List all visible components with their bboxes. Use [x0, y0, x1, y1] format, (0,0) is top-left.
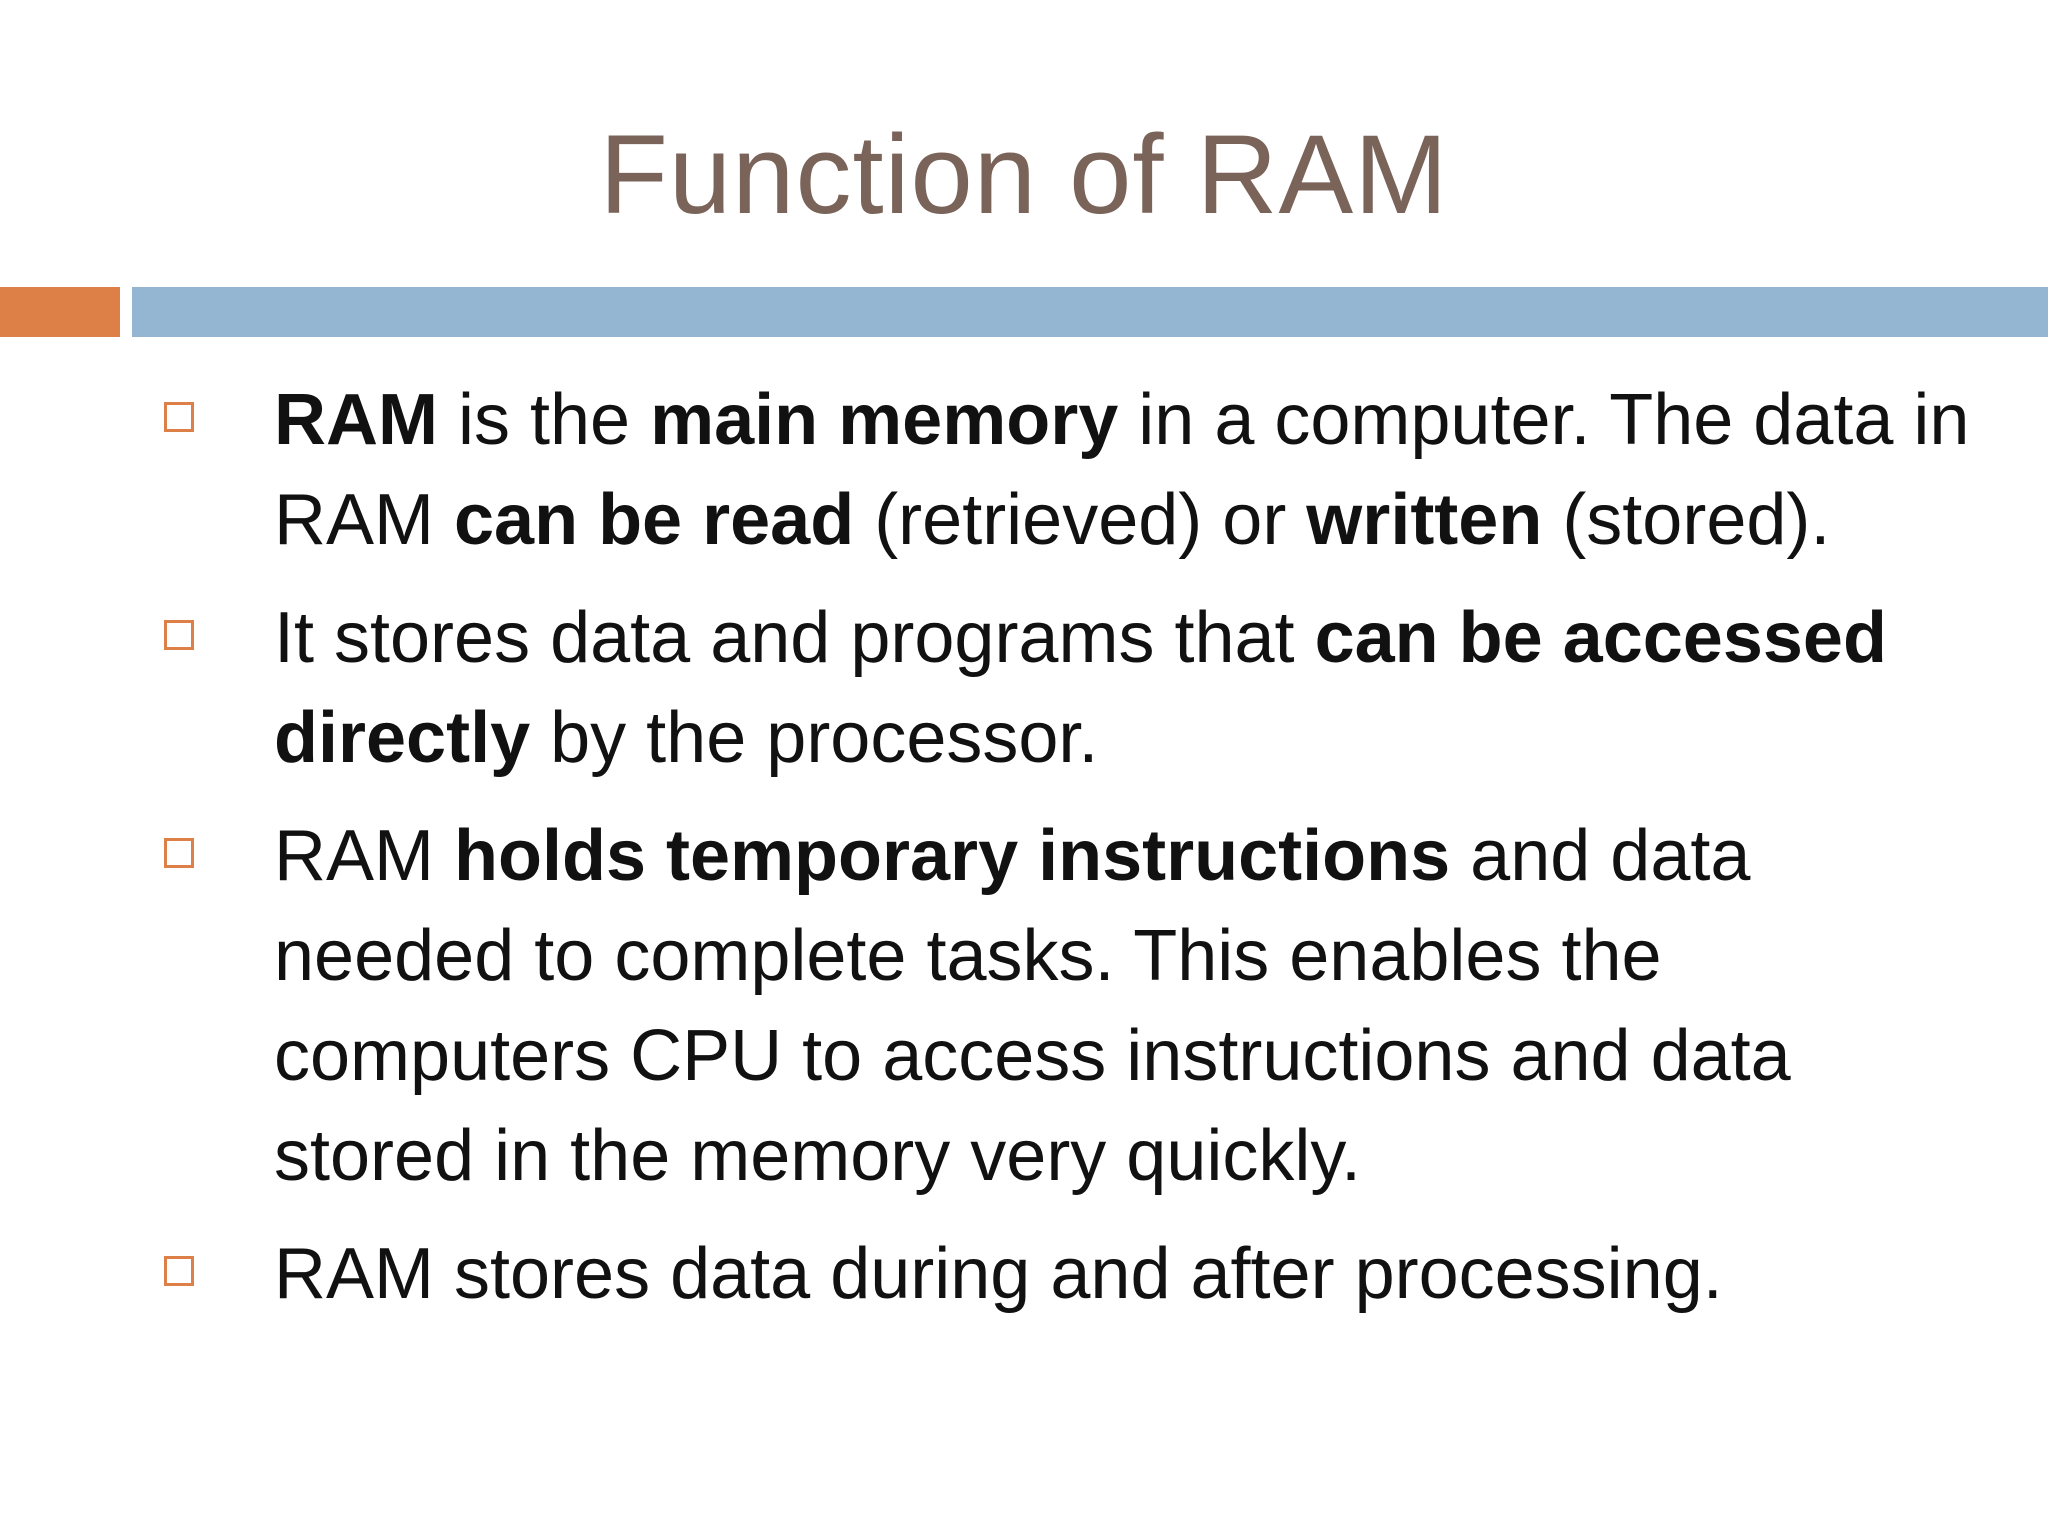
bullet-text: It stores data and programs that — [274, 598, 1315, 678]
bullet-item: RAM stores data during and after process… — [0, 1224, 1974, 1324]
bullet-text-bold: can be accessed directly — [274, 598, 1887, 778]
bullet-item: It stores data and programs that can be … — [0, 588, 1974, 788]
square-outline-icon — [164, 838, 194, 868]
bullet-text: RAM stores data during and after process… — [274, 1234, 1723, 1314]
bullet-text-bold: RAM — [274, 380, 438, 460]
bullet-item: RAM is the main memory in a computer. Th… — [0, 370, 1974, 570]
bullet-text: is the — [437, 380, 651, 460]
bullet-text-bold: written — [1306, 480, 1543, 560]
accent-bar-orange — [0, 287, 120, 337]
bullet-text: and data needed to complete tasks. This … — [274, 816, 1791, 1196]
bullet-text: by the processor. — [530, 698, 1099, 778]
bullet-text: (stored). — [1542, 480, 1831, 560]
bullet-text: (retrieved) or — [854, 480, 1307, 560]
square-outline-icon — [164, 620, 194, 650]
accent-bar-blue — [132, 287, 2048, 337]
square-outline-icon — [164, 402, 194, 432]
bullet-item: RAM holds temporary instructions and dat… — [0, 806, 1974, 1206]
square-outline-icon — [164, 1256, 194, 1286]
bullet-text: in a computer. The data in RAM — [274, 380, 1970, 560]
bullet-text-bold: main memory — [650, 380, 1119, 460]
slide-title: Function of RAM — [599, 112, 1449, 237]
bullet-text-bold: can be read — [454, 480, 855, 560]
bullet-text: RAM — [274, 816, 454, 896]
bullet-text-bold: holds temporary instructions — [454, 816, 1451, 896]
bullet-list: RAM is the main memory in a computer. Th… — [0, 370, 2048, 1342]
